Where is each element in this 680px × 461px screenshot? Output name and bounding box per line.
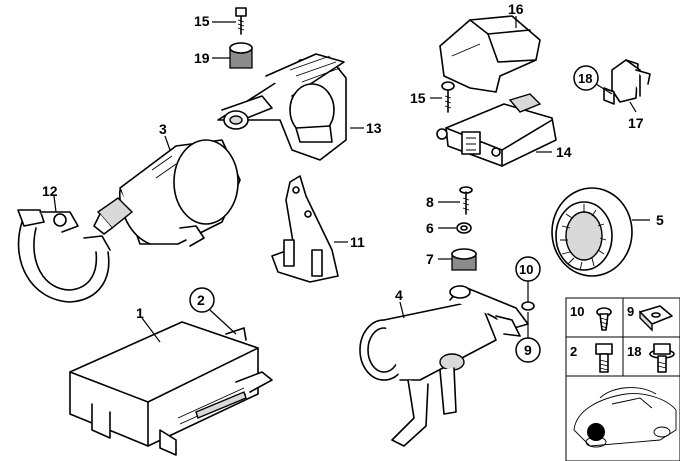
module-14-part[interactable] [436, 93, 557, 167]
callout-14: 14 [556, 144, 572, 160]
bracket-11-part[interactable] [271, 175, 339, 283]
panel-cell-9-number: 9 [627, 304, 634, 319]
callout-3: 3 [159, 121, 167, 137]
control-unit-part[interactable] [69, 321, 273, 456]
callout-18-circle [573, 65, 599, 91]
callout-8: 8 [426, 194, 434, 210]
callout-9: 9 [524, 342, 532, 358]
callout-15-mid: 15 [410, 90, 426, 106]
callout-17: 17 [628, 115, 644, 131]
washer-6-part[interactable] [456, 222, 472, 234]
washer-10-part[interactable] [521, 301, 535, 311]
callout-10: 10 [519, 262, 533, 277]
panel-cell-2-number: 2 [570, 344, 577, 359]
housing-4-part[interactable] [359, 285, 529, 447]
callout-15-top: 15 [194, 13, 210, 29]
clip-nut-icon[interactable] [639, 305, 673, 332]
bolt-8-part[interactable] [459, 186, 473, 215]
bolt-15-top-part[interactable] [235, 7, 247, 35]
location-dot [587, 423, 605, 441]
callout-19: 19 [194, 50, 210, 66]
flange-bolt-icon[interactable] [649, 343, 675, 373]
bushing-7-part[interactable] [451, 248, 477, 271]
callout-2: 2 [197, 292, 205, 308]
gear-ring-5-part[interactable] [551, 187, 633, 277]
bracket-13-part[interactable] [217, 53, 347, 161]
motor-part[interactable] [93, 139, 241, 247]
panel-cell-18-number: 18 [627, 344, 641, 359]
clip-17-part[interactable] [603, 59, 651, 105]
callout-1: 1 [136, 305, 144, 321]
clamp-ring-part[interactable] [17, 209, 111, 303]
car-location-icon [573, 387, 677, 448]
callout-13: 13 [366, 120, 382, 136]
callout-4: 4 [395, 287, 403, 303]
callout-2-circle [189, 287, 215, 313]
bolt-icon[interactable] [595, 343, 613, 373]
callout-11: 11 [350, 234, 365, 250]
callout-16: 16 [508, 1, 524, 17]
screw-icon[interactable] [596, 307, 612, 331]
bolt-15-mid-part[interactable] [441, 81, 455, 113]
callout-12: 12 [42, 183, 58, 199]
callout-18: 18 [578, 71, 592, 86]
panel-cell-10-number: 10 [570, 304, 584, 319]
fastener-panel: 10 9 2 18 [565, 297, 680, 461]
callout-6: 6 [426, 220, 434, 236]
callout-7: 7 [426, 251, 434, 267]
callout-5: 5 [656, 212, 664, 228]
cover-16-part[interactable] [439, 15, 541, 93]
bushing-19-part[interactable] [229, 42, 253, 69]
